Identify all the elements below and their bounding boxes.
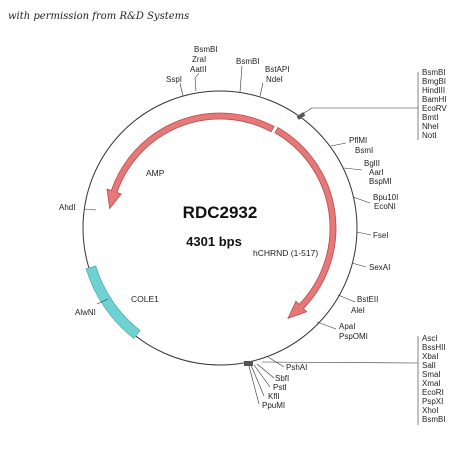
- site-label: EcoRV: [422, 104, 447, 113]
- site-group-right-5: ApaI PspOMI: [316, 321, 368, 341]
- amp-label: AMP: [146, 168, 165, 178]
- cole1-label: COLE1: [131, 294, 159, 304]
- site-label: EcoNI: [374, 202, 396, 211]
- site-label: BmtI: [422, 113, 438, 122]
- plasmid-name: RDC2932: [183, 203, 258, 222]
- feature-layer: [85, 112, 337, 339]
- site-label: AhdI: [59, 203, 75, 212]
- site-label: BsmBI: [422, 68, 446, 77]
- site-alwni: AlwNI: [75, 298, 109, 317]
- site-bsmbi-top: BsmBI: [236, 57, 260, 93]
- site-ahdi: AhdI: [59, 203, 97, 212]
- site-group-right-4: BstEII AleI: [337, 294, 378, 315]
- amp-arrow: [106, 112, 275, 210]
- insert-label: hCHRND (1-517): [253, 248, 318, 258]
- site-group-mcs-top: BsmBI BmgBI HindIII BamHI EcoRV BmtI Nhe…: [296, 68, 447, 140]
- site-label: BstEII: [357, 295, 378, 304]
- site-label: BmgBI: [422, 77, 446, 86]
- credit-text: with permission from R&D Systems: [8, 11, 189, 22]
- site-label: NheI: [422, 122, 439, 131]
- site-label: FseI: [373, 231, 389, 240]
- site-label: BsmBI: [236, 57, 260, 66]
- site-label: PflMI: [349, 136, 367, 145]
- site-label: XbaI: [422, 352, 438, 361]
- site-label: EcoRI: [422, 388, 444, 397]
- site-label: ApaI: [339, 322, 355, 331]
- mcs-tick: [296, 112, 306, 120]
- site-label: SexAI: [369, 263, 390, 272]
- insert-arrow: [274, 126, 337, 319]
- cole1-bar: [85, 265, 141, 339]
- site-label: AlwNI: [75, 308, 96, 317]
- site-label: AleI: [351, 306, 365, 315]
- site-group-mcs-bottom: AscI BssHII XbaI SalI SmaI XmaI EcoRI Ps…: [261, 334, 446, 425]
- site-label: BsmBI: [422, 415, 446, 424]
- site-label: XhoI: [422, 406, 438, 415]
- site-label: ZraI: [192, 55, 206, 64]
- site-label: Bpu10I: [373, 193, 398, 202]
- site-label: SbfI: [275, 374, 289, 383]
- plasmid-backbone: [82, 90, 358, 366]
- site-group-bottom-stack: SbfI PstI KflI PpuMI: [244, 361, 289, 410]
- site-label: BamHI: [422, 95, 446, 104]
- site-label: PshAI: [286, 363, 307, 372]
- site-pshai: PshAI: [267, 356, 307, 372]
- site-label: PspOMI: [339, 332, 368, 341]
- site-label: AscI: [422, 334, 438, 343]
- site-sexai: SexAI: [351, 262, 390, 272]
- site-label: BssHII: [422, 343, 446, 352]
- plasmid-size: 4301 bps: [186, 234, 242, 249]
- site-group-top-2: BstAPI NdeI: [259, 65, 289, 97]
- site-label: SalI: [422, 361, 436, 370]
- site-group-right-2: BglII AarI BspMI: [343, 159, 392, 186]
- site-label: XmaI: [422, 379, 441, 388]
- site-label: KflI: [268, 392, 280, 401]
- site-label: SspI: [166, 75, 182, 84]
- site-fsei: FseI: [356, 231, 389, 240]
- site-label: SmaI: [422, 370, 441, 379]
- site-label: PspXI: [422, 397, 443, 406]
- site-label: BglII: [364, 159, 380, 168]
- site-label: BstAPI: [265, 65, 289, 74]
- site-label: NdeI: [266, 75, 283, 84]
- site-label: BsmBI: [194, 45, 218, 54]
- site-group-top-1: BsmBI ZraI AatII: [190, 45, 218, 92]
- site-group-right-3: Bpu10I EcoNI: [352, 193, 398, 211]
- site-label: BsmI: [355, 146, 373, 155]
- mcs-tick: [244, 361, 253, 366]
- site-group-right-1: PflMI BsmI: [330, 136, 373, 155]
- site-label: PstI: [273, 383, 287, 392]
- site-label: NotI: [422, 131, 437, 140]
- site-label: AatII: [190, 65, 206, 74]
- site-label: HindIII: [422, 86, 445, 95]
- site-sspi: SspI: [166, 75, 184, 97]
- site-label: AarI: [369, 168, 384, 177]
- site-label: BspMI: [369, 177, 392, 186]
- site-label: PpuMI: [262, 401, 285, 410]
